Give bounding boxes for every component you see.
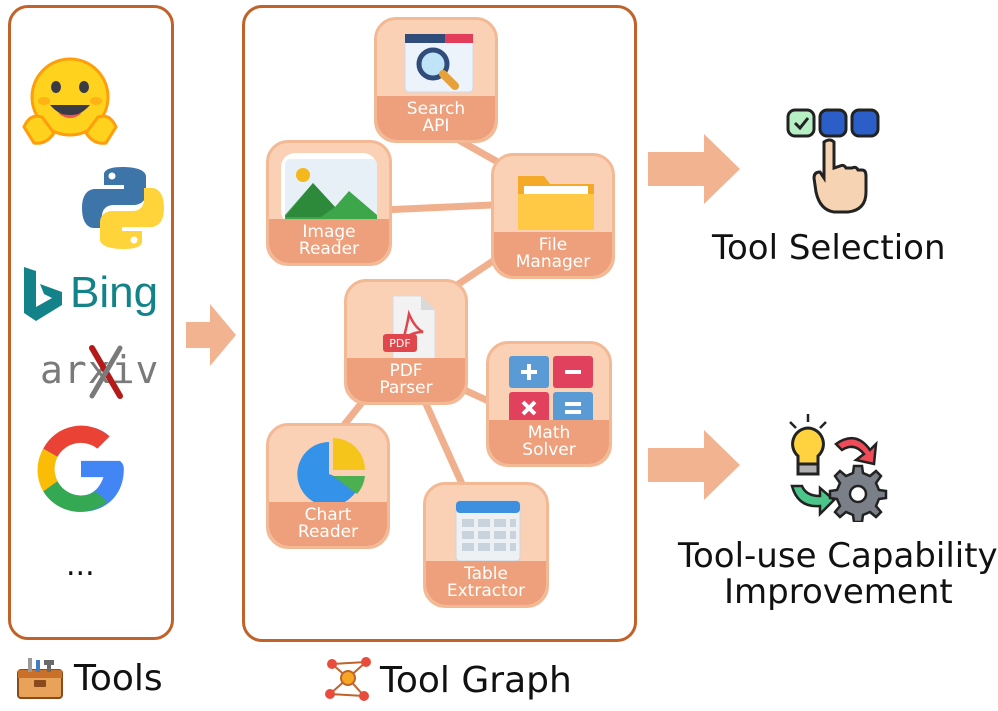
- node-table-extractor-line1: Table: [464, 564, 508, 584]
- node-file-manager-line1: File: [538, 235, 568, 255]
- node-chart-reader-line1: Chart: [304, 505, 352, 525]
- node-table-extractor-line2: Extractor: [446, 581, 526, 601]
- arrow-graph-to-improvement: [648, 430, 740, 500]
- edge-image-file: [378, 201, 496, 214]
- arxiv-x-icon: [89, 345, 123, 399]
- edge-pdf-table: [418, 391, 471, 499]
- node-file-manager-line2: Manager: [515, 252, 591, 272]
- capability-label-line1: Tool-use Capability: [678, 536, 998, 576]
- landscape-image-icon: [285, 159, 377, 221]
- tool-graph-caption: Tool Graph: [380, 660, 572, 701]
- node-pdf-parser-line1: PDF: [389, 361, 423, 381]
- pdf-icon-text: PDF: [389, 337, 410, 350]
- pie-chart-icon: [297, 438, 365, 506]
- more-tools-ellipsis: ...: [66, 548, 95, 583]
- node-search-api-line1: Search: [406, 99, 466, 119]
- toolbox-icon: [17, 658, 63, 699]
- bing-wordmark: Bing: [70, 268, 159, 317]
- bing-logo-icon: [24, 267, 62, 321]
- table-icon: [455, 500, 521, 562]
- calculator-icon: [509, 356, 593, 424]
- node-image-reader-line1: Image: [302, 222, 356, 242]
- node-search-api-line2: API: [422, 116, 450, 136]
- node-image-reader-line2: Reader: [298, 239, 360, 259]
- tool-selection-icon: [786, 108, 880, 214]
- arrow-graph-to-selection: [648, 134, 740, 204]
- pdf-file-icon: PDF: [383, 295, 436, 361]
- search-window-icon: [404, 33, 474, 93]
- google-logo-icon: [37, 425, 124, 512]
- tools-caption: Tools: [74, 658, 163, 699]
- folder-icon: [518, 176, 594, 230]
- graph-network-icon: [325, 657, 371, 701]
- node-math-solver-line2: Solver: [522, 440, 576, 460]
- node-math-solver-line1: Math: [527, 423, 571, 443]
- node-chart-reader-line2: Reader: [297, 522, 359, 542]
- capability-improvement-icon: [789, 414, 888, 522]
- huggingface-logo-icon: [22, 57, 118, 145]
- capability-label-line2: Improvement: [724, 572, 953, 612]
- tool-selection-label: Tool Selection: [712, 228, 946, 268]
- node-pdf-parser-line2: Parser: [379, 378, 433, 398]
- python-logo-icon: [82, 167, 164, 249]
- arrow-tools-to-graph: [186, 304, 236, 366]
